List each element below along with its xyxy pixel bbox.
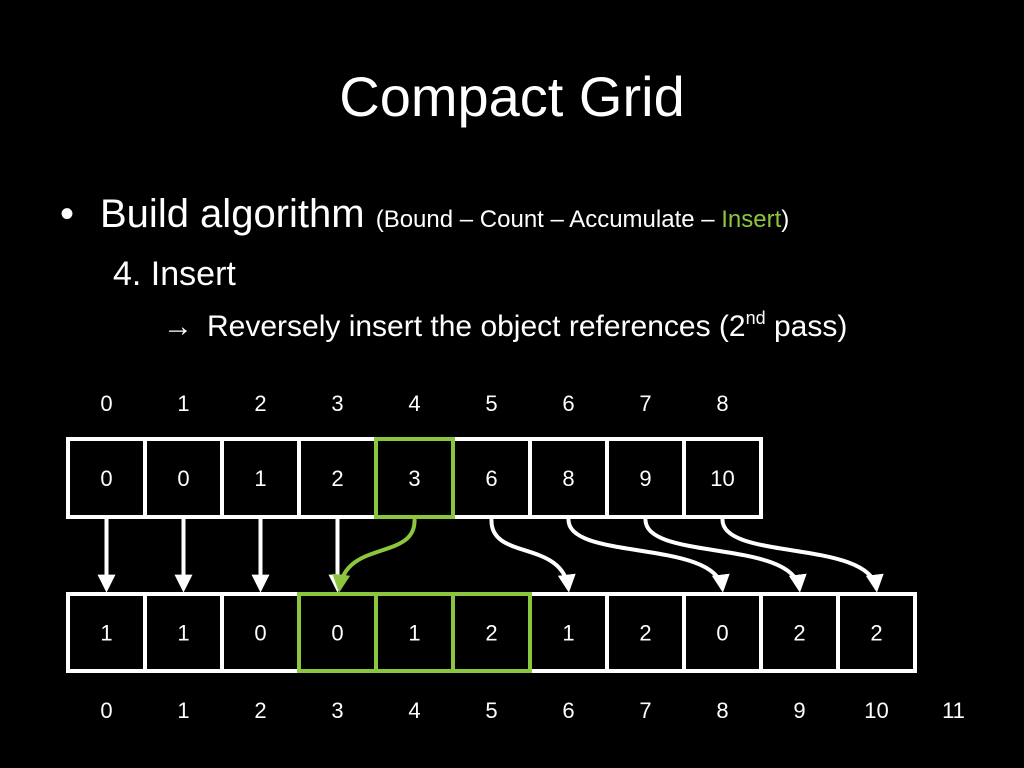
bottom-cell-value: 0 [254,621,266,646]
top-index-label: 7 [639,391,651,416]
paren-close: ) [781,206,790,233]
top-index-label: 5 [485,391,497,416]
step-detail: → Reversely insert the object references … [163,307,847,350]
pointer-arrow [332,518,417,593]
bottom-index-label: 2 [254,698,266,723]
bullet-main-text: Build algorithm [100,192,365,236]
bottom-cell-value: 2 [639,621,651,646]
pointer-arrow [720,518,884,593]
top-index-label: 1 [177,391,189,416]
top-cell-value: 8 [562,466,574,491]
top-cell-value: 9 [639,466,651,491]
top-cell-value: 1 [254,466,266,491]
top-index-label: 0 [100,391,112,416]
bottom-cell-value: 1 [562,621,574,646]
bottom-cell-value: 1 [177,621,189,646]
detail-superscript: nd [745,308,766,328]
top-index-label: 8 [716,391,728,416]
step-label: 4. Insert [113,255,236,293]
current-step: Insert [721,206,782,233]
bullet-steps: (Bound – Count – Accumulate – Insert) [376,206,790,233]
pointer-arrow [566,518,730,593]
bottom-index-label: 8 [716,698,728,723]
bottom-cell-highlight [451,592,532,673]
paren-open: ( [375,206,384,233]
bottom-cell-value: 2 [793,621,805,646]
bottom-index-label: 4 [408,698,420,723]
top-cell-value: 0 [177,466,189,491]
slide-title: Compact Grid [339,65,685,128]
bottom-index-label: 5 [485,698,497,723]
top-cell-value: 6 [485,466,497,491]
bottom-cell-value: 1 [100,621,112,646]
bottom-index-label: 6 [562,698,574,723]
bottom-index-label: 0 [100,698,112,723]
bottom-index-label: 11 [942,698,965,723]
bottom-index-label: 7 [639,698,651,723]
bullet-dot-icon: • [60,192,75,236]
bottom-index-label: 3 [331,698,343,723]
bottom-cell-value: 1 [408,621,420,646]
pointer-arrow [643,518,807,593]
pointer-arrow [489,518,576,593]
bullet-build-algorithm: • Build algorithm (Bound – Count – Accumu… [60,190,789,244]
top-cell-value: 10 [710,466,734,491]
bottom-cell-value: 0 [716,621,728,646]
right-arrow-icon: → [163,310,193,343]
bottom-cell-value: 0 [331,621,343,646]
bottom-index-label: 10 [864,698,888,723]
detail-text-after: pass) [765,310,848,343]
steps-prefix: Bound – Count – Accumulate – [383,206,722,233]
top-index-label: 6 [562,391,574,416]
top-cell-highlight [374,437,455,519]
top-index-label: 4 [408,391,420,416]
top-index-label: 2 [254,391,266,416]
top-cell-value: 0 [100,466,112,491]
bottom-cell-value: 2 [485,621,497,646]
detail-text-before: Reversely insert the object references (… [207,310,746,343]
top-cell-value: 2 [331,466,343,491]
bottom-index-label: 1 [177,698,189,723]
top-index-label: 3 [331,391,343,416]
bottom-index-label: 9 [793,698,805,723]
top-cell-value: 3 [408,466,420,491]
bottom-cell-value: 2 [870,621,882,646]
